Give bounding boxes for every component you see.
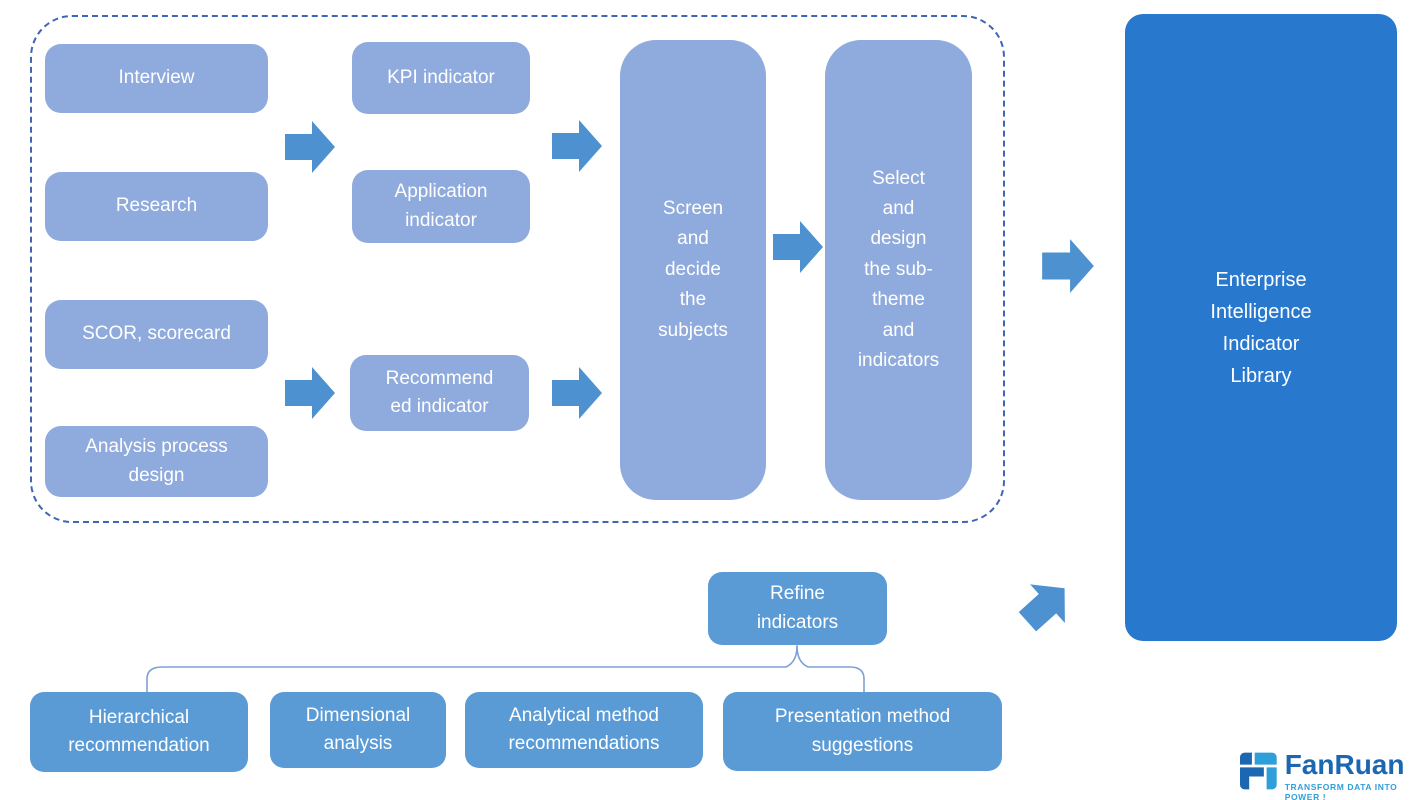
box-application-indicator: Application indicator: [352, 170, 530, 243]
box-select-design-subtheme: Select and design the sub- theme and ind…: [825, 40, 972, 500]
box-research: Research: [45, 172, 268, 241]
fanruan-logo-icon: [1240, 752, 1277, 790]
arrow-right-icon: [773, 218, 823, 276]
arrow-right-icon: [285, 118, 335, 176]
fanruan-logo-text: FanRuan: [1284, 749, 1405, 780]
arrow-right-icon: [552, 117, 602, 175]
box-presentation-method-suggestions: Presentation method suggestions: [723, 692, 1002, 771]
arrow-up-right-icon: [1007, 566, 1084, 644]
fanruan-logo: FanRuan TRANSFORM DATA INTO POWER !: [1240, 750, 1422, 800]
box-analysis-process-design: Analysis process design: [45, 426, 268, 497]
arrow-right-icon: [1042, 236, 1094, 296]
box-dimensional-analysis: Dimensional analysis: [270, 692, 446, 768]
box-screen-decide-subjects: Screen and decide the subjects: [620, 40, 766, 500]
box-enterprise-intelligence-indicator-library: Enterprise Intelligence Indicator Librar…: [1125, 14, 1397, 641]
box-hierarchical-recommendation: Hierarchical recommendation: [30, 692, 248, 772]
box-scor-scorecard: SCOR, scorecard: [45, 300, 268, 369]
arrow-right-icon: [285, 364, 335, 422]
box-analytical-method-recommendations: Analytical method recommendations: [465, 692, 703, 768]
box-interview: Interview: [45, 44, 268, 113]
dashed-group-frame: [30, 15, 1005, 523]
box-recommended-indicator: Recommend ed indicator: [350, 355, 529, 431]
fanruan-tagline: TRANSFORM DATA INTO POWER !: [1284, 782, 1398, 800]
arrow-right-icon: [552, 364, 602, 422]
box-kpi-indicator: KPI indicator: [352, 42, 530, 114]
box-refine-indicators: Refine indicators: [708, 572, 887, 645]
